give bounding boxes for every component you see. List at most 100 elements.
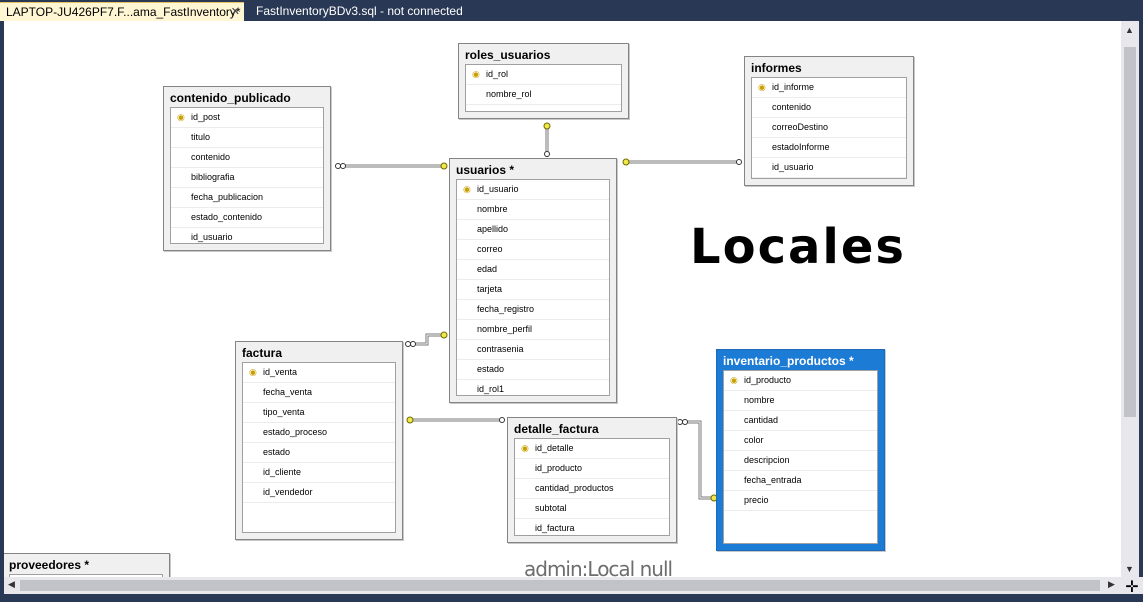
column-row[interactable]: id_cliente — [243, 463, 395, 483]
column-row[interactable]: id_vendedor — [243, 483, 395, 503]
vertical-scroll-thumb[interactable] — [1124, 47, 1136, 417]
horizontal-scroll-thumb[interactable] — [20, 580, 1100, 591]
column-row[interactable]: precio — [724, 491, 877, 511]
column-row[interactable]: tipo_venta — [243, 403, 395, 423]
column-row[interactable]: nombre — [724, 391, 877, 411]
table-title: proveedores * — [9, 558, 90, 572]
column-row[interactable]: titulo — [171, 128, 323, 148]
scroll-up-icon[interactable]: ▲ — [1125, 25, 1134, 35]
table-informes[interactable]: informes ◉id_informe contenido correoDes… — [744, 56, 914, 186]
column-list: ◉id_venta fecha_venta tipo_venta estado_… — [242, 362, 396, 533]
key-end-icon — [622, 158, 630, 166]
close-icon[interactable]: ✕ — [230, 6, 240, 18]
table-contenido-publicado[interactable]: contenido_publicado ◉id_post titulo cont… — [163, 86, 331, 251]
table-title: inventario_productos * — [723, 354, 854, 368]
column-row[interactable]: edad — [457, 260, 609, 280]
column-row[interactable]: contenido — [752, 98, 906, 118]
key-icon: ◉ — [730, 375, 738, 385]
column-row[interactable]: correoDestino — [752, 118, 906, 138]
column-row[interactable]: estado_contenido — [171, 208, 323, 228]
scroll-right-icon[interactable]: ▶ — [1108, 579, 1115, 589]
column-row[interactable]: nombre_rol — [466, 85, 621, 105]
relationship-factura-usuarios — [414, 333, 444, 346]
table-factura[interactable]: factura ◉id_venta fecha_venta tipo_venta… — [235, 341, 403, 540]
diagram-canvas[interactable]: roles_usuarios ◉id_rol nombre_rol inform… — [4, 21, 1121, 577]
column-list — [9, 574, 163, 577]
column-row[interactable]: ◉id_producto — [724, 371, 877, 391]
key-end-icon — [440, 331, 448, 339]
column-row[interactable]: subtotal — [515, 499, 669, 519]
key-icon: ◉ — [249, 367, 257, 377]
table-detalle-factura[interactable]: detalle_factura ◉id_detalle id_producto … — [507, 417, 677, 543]
key-icon: ◉ — [463, 184, 471, 194]
column-row[interactable]: fecha_entrada — [724, 471, 877, 491]
column-row[interactable]: estado_proceso — [243, 423, 395, 443]
key-end-icon — [440, 162, 448, 170]
column-row[interactable]: id_rol1 — [457, 380, 609, 400]
key-icon: ◉ — [472, 69, 480, 79]
column-row[interactable]: ◉id_informe — [752, 78, 906, 98]
table-title: factura — [242, 346, 283, 360]
column-row[interactable]: estado — [457, 360, 609, 380]
tab-sql-file[interactable]: FastInventoryBDv3.sql - not connected — [250, 2, 469, 21]
document-tab-bar: LAPTOP-JU426PF7.F...ama_FastInventory* ✕… — [0, 0, 1143, 21]
table-title: usuarios * — [456, 163, 515, 177]
column-row[interactable]: correo — [457, 240, 609, 260]
table-title: detalle_factura — [514, 422, 599, 436]
column-list: ◉id_rol nombre_rol — [465, 64, 622, 112]
column-row[interactable]: bibliografia — [171, 168, 323, 188]
column-row[interactable]: estado — [243, 443, 395, 463]
infinity-end-icon — [499, 417, 505, 423]
column-row[interactable]: nombre_perfil — [457, 320, 609, 340]
column-row[interactable]: apellido — [457, 220, 609, 240]
table-usuarios[interactable]: usuarios * ◉id_usuario nombre apellido c… — [449, 158, 617, 403]
table-roles-usuarios[interactable]: roles_usuarios ◉id_rol nombre_rol — [458, 43, 629, 119]
tab-diagram[interactable]: LAPTOP-JU426PF7.F...ama_FastInventory* ✕ — [0, 2, 244, 21]
column-row[interactable]: id_usuario — [171, 228, 323, 248]
column-row[interactable]: color — [724, 431, 877, 451]
scroll-left-icon[interactable]: ◀ — [8, 579, 15, 589]
horizontal-scrollbar[interactable]: ◀ ▶ — [4, 577, 1121, 594]
infinity-end-icon — [736, 159, 742, 165]
infinity-end-icon — [405, 341, 411, 347]
column-row[interactable]: fecha_registro — [457, 300, 609, 320]
column-row[interactable]: fecha_publicacion — [171, 188, 323, 208]
column-row[interactable]: descripcion — [724, 451, 877, 471]
column-row[interactable]: nombre — [457, 200, 609, 220]
column-list: ◉id_post titulo contenido bibliografia f… — [170, 107, 324, 248]
infinity-end-icon — [544, 151, 550, 157]
handwritten-annotation-admin: admin:Local null — [524, 557, 673, 577]
relationship-detalle-inventario — [684, 420, 714, 500]
key-end-icon — [406, 416, 414, 424]
column-row[interactable]: fecha_venta — [243, 383, 395, 403]
column-row[interactable]: ◉id_venta — [243, 363, 395, 383]
column-row[interactable]: estadoInforme — [752, 138, 906, 158]
column-row[interactable]: id_usuario — [752, 158, 906, 178]
column-row[interactable]: cantidad — [724, 411, 877, 431]
key-icon: ◉ — [521, 443, 529, 453]
column-list: ◉id_informe contenido correoDestino esta… — [751, 77, 907, 179]
table-inventario-productos[interactable]: inventario_productos * ◉id_producto nomb… — [716, 349, 885, 551]
table-proveedores[interactable]: proveedores * — [4, 553, 170, 577]
column-row[interactable]: ◉id_detalle — [515, 439, 669, 459]
column-row[interactable]: tarjeta — [457, 280, 609, 300]
column-list: ◉id_producto nombre cantidad color descr… — [723, 370, 878, 544]
infinity-end-icon — [677, 419, 683, 425]
column-row[interactable]: ◉id_post — [171, 108, 323, 128]
column-row[interactable]: id_producto — [515, 459, 669, 479]
column-row[interactable]: contenido — [171, 148, 323, 168]
handwritten-annotation-locales: Locales — [690, 219, 906, 275]
column-row[interactable]: id_factura — [515, 519, 669, 539]
table-title: informes — [751, 61, 802, 75]
column-row[interactable]: ◉id_usuario — [457, 180, 609, 200]
column-row[interactable]: cantidad_productos — [515, 479, 669, 499]
table-title: contenido_publicado — [170, 91, 291, 105]
key-icon: ◉ — [758, 82, 766, 92]
scroll-down-icon[interactable]: ▼ — [1125, 564, 1134, 574]
column-row[interactable]: ◉id_rol — [466, 65, 621, 85]
infinity-end-icon — [335, 163, 341, 169]
column-row[interactable]: contrasenia — [457, 340, 609, 360]
column-list: ◉id_usuario nombre apellido correo edad … — [456, 179, 610, 400]
column-list: ◉id_detalle id_producto cantidad_product… — [514, 438, 670, 539]
vertical-scrollbar[interactable]: ▲ ▼ — [1121, 21, 1139, 577]
